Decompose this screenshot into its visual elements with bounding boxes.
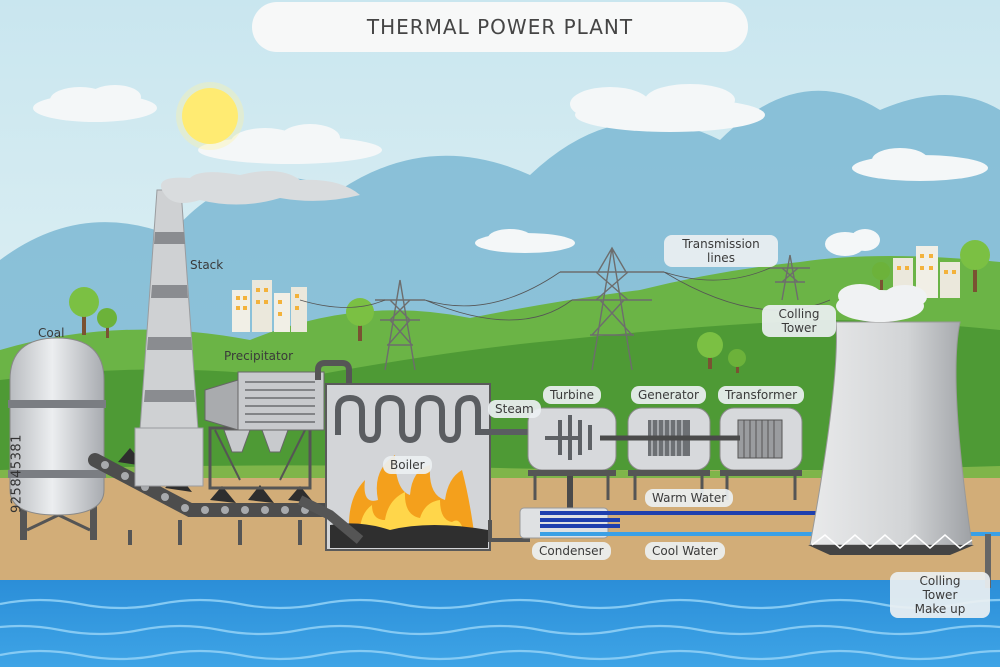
label-colling-tower-line-2: Tower [782,321,817,335]
label-makeup-line-3: Make up [915,602,966,616]
river [0,580,1000,667]
label-transmission-line-1: Transmission [682,237,760,251]
label-colling-tower-line-1: Colling [779,307,820,321]
label-coal: Coal [38,326,64,340]
label-transformer: Transformer [718,386,804,404]
label-transmission-lines: Transmission lines [664,235,778,267]
label-makeup-line-1: Colling [920,574,961,588]
label-turbine: Turbine [543,386,601,404]
label-stack: Stack [190,258,223,272]
label-transmission-line-2: lines [707,251,735,265]
label-colling-tower: Colling Tower [762,305,836,337]
label-makeup-line-2: Tower [923,588,958,602]
label-condenser: Condenser [532,542,611,560]
label-generator: Generator [631,386,706,404]
label-steam: Steam [488,400,541,418]
watermark-id: 925845381 [10,404,25,544]
label-cool-water: Cool Water [645,542,725,560]
label-colling-tower-makeup: Colling Tower Make up [890,572,990,618]
label-precipitator: Precipitator [224,349,293,363]
label-warm-water: Warm Water [645,489,733,507]
label-boiler: Boiler [383,456,432,474]
page-title: THERMAL POWER PLANT [252,2,748,52]
